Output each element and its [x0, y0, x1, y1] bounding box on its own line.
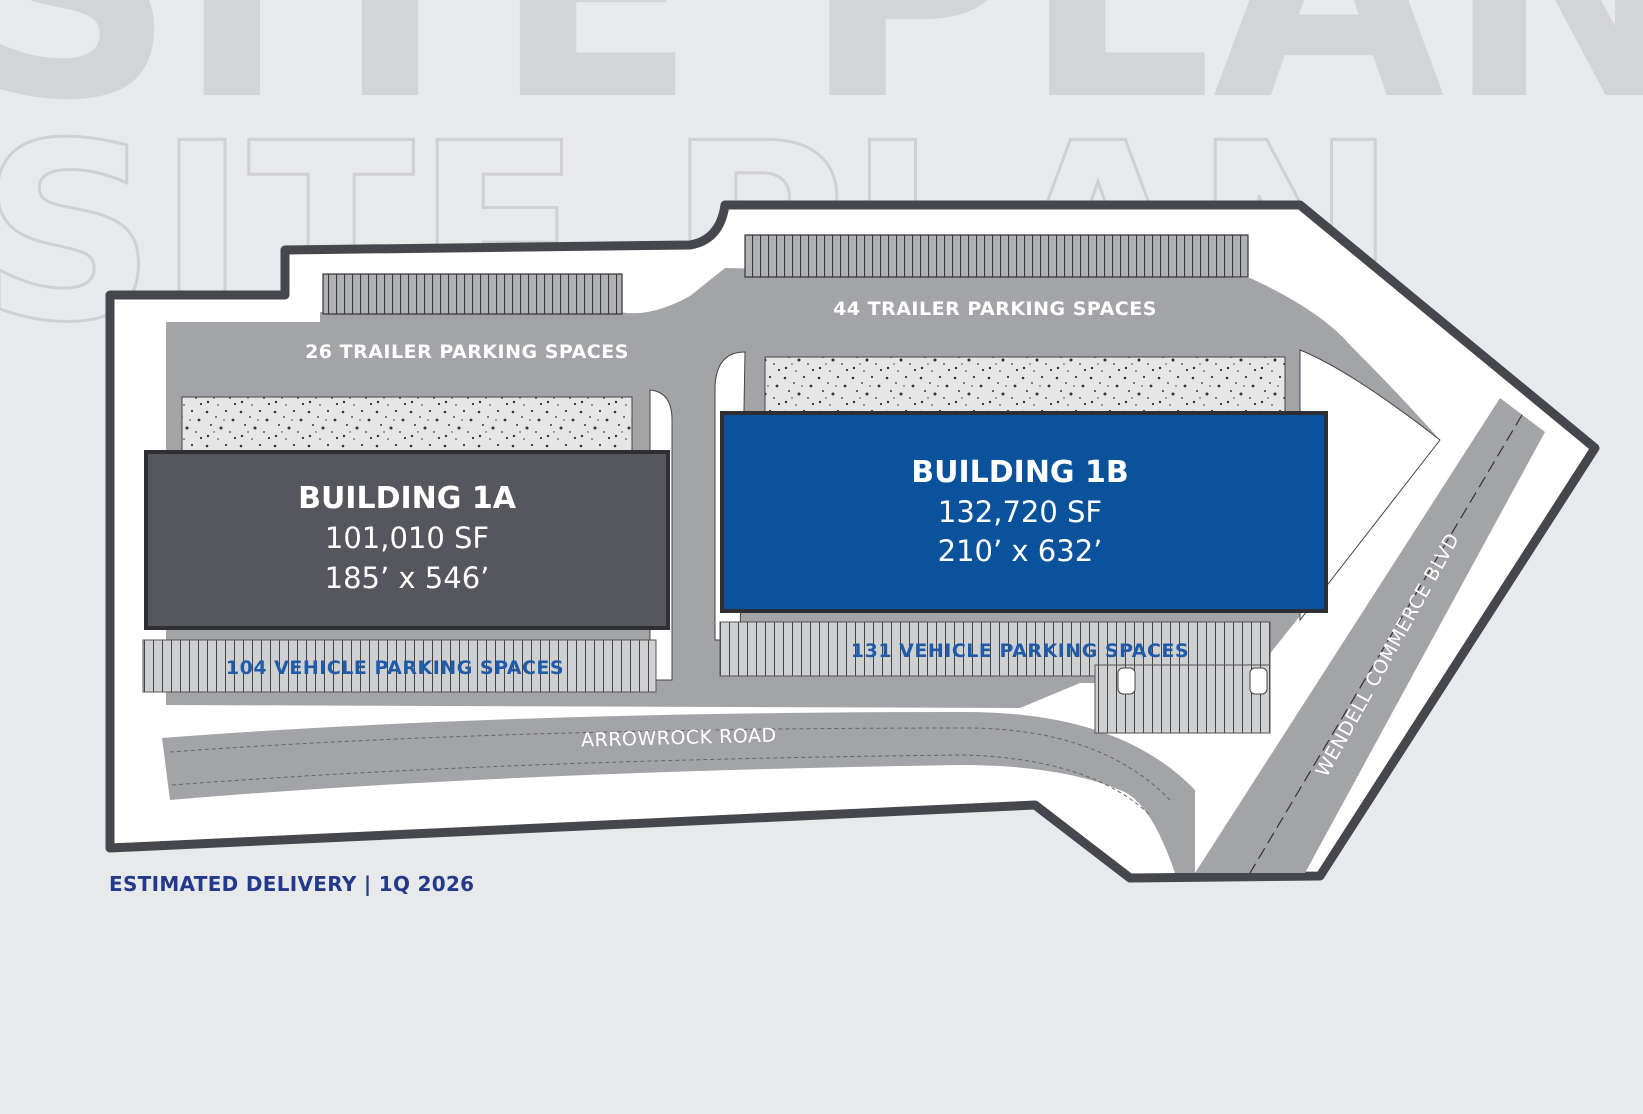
- vehicle-parking-label-1a: 104 VEHICLE PARKING SPACES: [226, 657, 564, 679]
- trailer-parking-label-1a: 26 TRAILER PARKING SPACES: [305, 341, 629, 363]
- trailer-stalls-1a: [322, 273, 623, 315]
- arrowrock-road: [162, 712, 1195, 873]
- parking-island: [1117, 667, 1136, 695]
- building-1b-area: 132,720 SF: [938, 495, 1102, 529]
- trailer-stalls-1b: [744, 234, 1249, 278]
- arrowrock-lane-line: [169, 727, 1171, 801]
- landscape-corner: [1299, 349, 1441, 622]
- wendell-centerline: [1249, 414, 1523, 874]
- building-1a-title: BUILDING 1A: [298, 481, 517, 516]
- building-1a: [144, 450, 670, 630]
- building-1b-title: BUILDING 1B: [911, 455, 1129, 490]
- truck-court-1b: [764, 356, 1286, 415]
- bg-title-solid: SITE PLAN: [0, 0, 1643, 166]
- parking-island-2: [1249, 667, 1268, 695]
- arrowrock-lane-line-2: [171, 754, 1151, 816]
- arrowrock-road-label: ARROWROCK ROAD: [581, 724, 777, 751]
- building-1a-area: 101,010 SF: [325, 521, 489, 555]
- truck-court-1a: [181, 396, 633, 458]
- estimated-delivery: ESTIMATED DELIVERY | 1Q 2026: [109, 872, 475, 896]
- vehicle-lot-1a: [142, 639, 657, 693]
- vehicle-parking-label-1b: 131 VEHICLE PARKING SPACES: [851, 640, 1189, 662]
- trailer-parking-label-1b: 44 TRAILER PARKING SPACES: [833, 298, 1157, 320]
- wendell-commerce-blvd: [1195, 398, 1545, 873]
- building-1b-dimensions: 210’ x 632’: [938, 534, 1103, 568]
- building-1b: [720, 411, 1328, 613]
- building-1a-dimensions: 185’ x 546’: [325, 561, 490, 595]
